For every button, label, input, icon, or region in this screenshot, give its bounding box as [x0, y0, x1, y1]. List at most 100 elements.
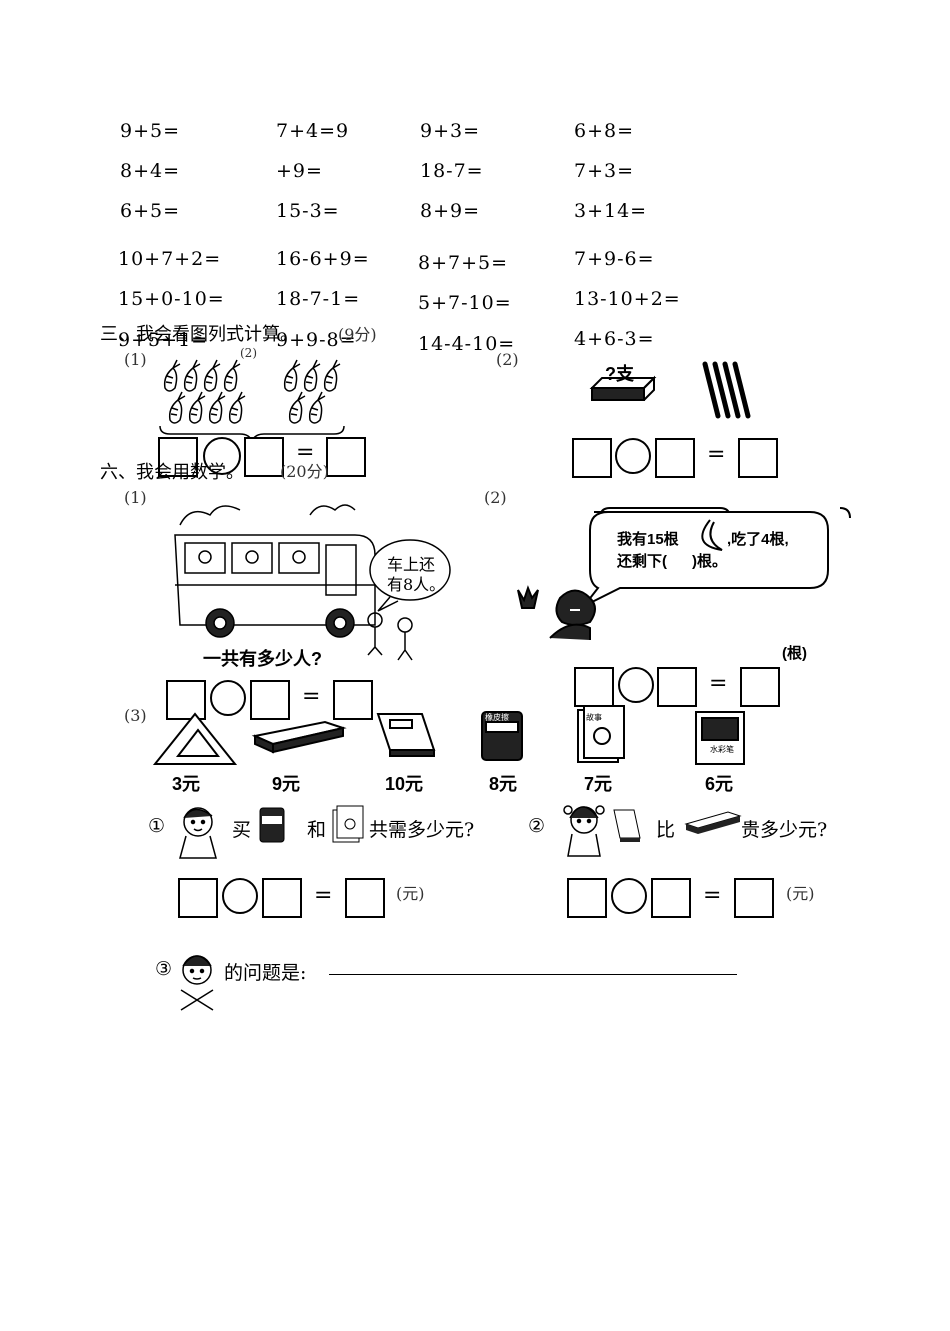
equation: 8+4=	[120, 160, 181, 182]
answer-box[interactable]	[333, 680, 373, 720]
answer-box[interactable]	[345, 878, 385, 918]
equals-sign: =	[707, 442, 726, 467]
section3-score: (9分)	[338, 325, 377, 344]
carrots-picture	[159, 359, 345, 443]
pens-question: ?支	[605, 364, 634, 384]
operator-circle[interactable]	[203, 437, 241, 475]
q1-buy: 买	[232, 819, 252, 841]
answer-box[interactable]	[734, 878, 774, 918]
bus-speech-bubble: 车上还 有8人。	[387, 555, 445, 595]
answer-box[interactable]	[178, 878, 218, 918]
section3-title: 三、我会看图列式计算。	[100, 324, 298, 345]
section6-label-3: (3)	[124, 706, 147, 725]
pencil-case-picture	[589, 361, 751, 419]
equation: 5+7-10=	[418, 292, 512, 314]
operator-circle[interactable]	[210, 680, 246, 716]
equation: +9=	[276, 160, 323, 182]
unit-yuan: (元)	[786, 884, 815, 903]
bubble-line: 有8人。	[387, 575, 446, 594]
answer-box[interactable]	[655, 438, 695, 478]
section3-label-2: (2)	[496, 350, 519, 369]
answer-box[interactable]	[740, 667, 780, 707]
q3-answer-line[interactable]	[329, 974, 737, 975]
answer-box[interactable]	[244, 437, 284, 477]
unit-yuan: (元)	[396, 884, 425, 903]
equation: 9+9-8=	[276, 329, 357, 351]
thinking-boy-icon	[180, 955, 214, 1011]
equation: 8+9=	[420, 200, 481, 222]
equation: 10+7+2=	[118, 248, 222, 270]
story-book-icon	[332, 805, 364, 843]
q1-number: ①	[148, 815, 166, 837]
equation: 15+0-10=	[118, 288, 225, 310]
equation: 18-7-1=	[276, 288, 361, 310]
q2-than: 比	[656, 819, 676, 841]
equation: 16-6+9=	[276, 248, 370, 270]
equation: 14-4-10=	[418, 333, 516, 355]
price-label: 3元	[172, 774, 201, 794]
bubble-line: 车上还	[387, 555, 436, 574]
equation: 9+5+1=	[118, 329, 209, 351]
equation: 15-3=	[276, 200, 340, 222]
answer-box[interactable]	[250, 680, 290, 720]
q3-number: ③	[155, 958, 173, 980]
section6-label-1: (1)	[124, 488, 147, 507]
equals-sign: =	[302, 684, 321, 709]
q1-question: 共需多少元?	[369, 819, 475, 841]
crayon-box-label: 水彩笔	[710, 745, 734, 754]
operator-circle[interactable]	[611, 878, 647, 914]
girl-icon	[563, 805, 605, 857]
price-label: 7元	[584, 774, 613, 794]
section6-title: 六、我会用数学。	[100, 462, 244, 483]
section6-label-2: (2)	[484, 488, 507, 507]
monkey-line1-b: ,吃了4根,	[727, 531, 789, 548]
equation: 7+3=	[574, 160, 635, 182]
eraser-box-label: 橡皮擦	[485, 713, 509, 722]
q2-question: 贵多少元?	[741, 819, 828, 841]
price-label: 10元	[385, 774, 424, 794]
eraser-box-icon	[259, 807, 285, 843]
answer-box[interactable]	[574, 667, 614, 707]
answer-box[interactable]	[567, 878, 607, 918]
boy-icon	[179, 807, 217, 859]
answer-box[interactable]	[166, 680, 206, 720]
monkey-line1-a: 我有15根	[617, 531, 679, 548]
equation: 9+5=	[120, 120, 181, 142]
equation: 8+7+5=	[418, 252, 509, 274]
section3-label-1: (1)	[124, 350, 147, 369]
equation: 13-10+2=	[574, 288, 681, 310]
equation: 6+8=	[574, 120, 635, 142]
equation: 9+3=	[420, 120, 481, 142]
monkey-line2: 还剩下( )根。	[617, 553, 727, 570]
bus-question: 一共有多少人?	[203, 649, 322, 669]
answer-box[interactable]	[738, 438, 778, 478]
answer-box[interactable]	[262, 878, 302, 918]
answer-box[interactable]	[158, 437, 198, 477]
operator-circle[interactable]	[615, 438, 651, 474]
bus-picture	[174, 504, 451, 661]
operator-circle[interactable]	[222, 878, 258, 914]
equation: 6+5=	[120, 200, 181, 222]
equals-sign: =	[703, 883, 722, 908]
pencil-case-icon	[684, 811, 742, 834]
unit-gen: (根)	[782, 645, 807, 662]
equals-sign: =	[296, 440, 315, 465]
price-label: 6元	[705, 774, 734, 794]
price-label: 9元	[272, 774, 301, 794]
book-icon	[613, 809, 641, 842]
q1-and: 和	[307, 819, 327, 841]
monkey-picture	[517, 507, 851, 640]
operator-circle[interactable]	[618, 667, 654, 703]
answer-box[interactable]	[572, 438, 612, 478]
answer-box[interactable]	[651, 878, 691, 918]
section6-score: (20分)	[280, 462, 329, 481]
book-cover-label: 故事	[586, 713, 602, 722]
equation: 4+6-3=	[574, 328, 655, 350]
answer-box[interactable]	[326, 437, 366, 477]
price-label: 8元	[489, 774, 518, 794]
q2-number: ②	[528, 815, 546, 837]
section3-label-1b: (2)	[240, 346, 257, 360]
stationery-items	[152, 705, 745, 765]
answer-box[interactable]	[657, 667, 697, 707]
equals-sign: =	[709, 671, 728, 696]
